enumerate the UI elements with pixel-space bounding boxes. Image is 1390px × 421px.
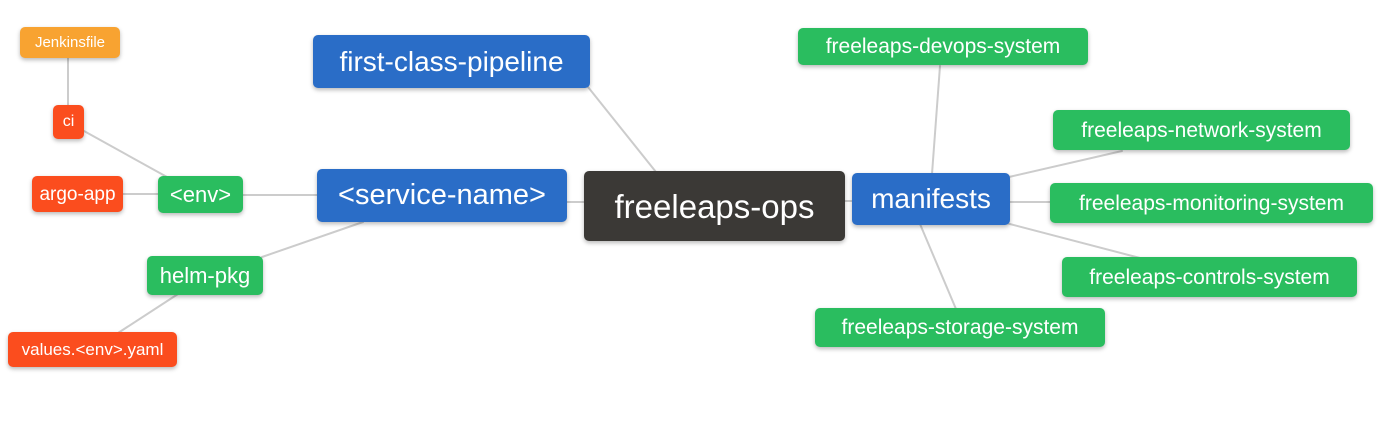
edge-manifests-to-freeleaps-network-system — [1008, 150, 1123, 178]
mindmap-node-argo-app[interactable]: argo-app — [32, 176, 123, 212]
mindmap-node-manifests[interactable]: manifests — [852, 173, 1010, 225]
mindmap-node-ci[interactable]: ci — [53, 105, 84, 139]
mindmap-node-jenkinsfile[interactable]: Jenkinsfile — [20, 27, 120, 58]
edge-manifests-to-freeleaps-storage-system — [919, 223, 957, 310]
edge-manifests-to-freeleaps-controls-system — [1005, 222, 1141, 259]
mindmap-node-env[interactable]: <env> — [158, 176, 243, 213]
mindmap-node-helm-pkg[interactable]: helm-pkg — [147, 256, 263, 295]
mindmap-node-freeleaps-ops[interactable]: freeleaps-ops — [584, 171, 845, 241]
mindmap-node-freeleaps-devops-system[interactable]: freeleaps-devops-system — [798, 28, 1088, 65]
edge-helm-pkg-to-values-env-yaml — [117, 293, 179, 334]
mindmap-node-freeleaps-monitoring-system[interactable]: freeleaps-monitoring-system — [1050, 183, 1373, 223]
mindmap-node-service-name[interactable]: <service-name> — [317, 169, 567, 222]
edge-ci-to-env — [83, 130, 168, 178]
edge-service-name-to-helm-pkg — [261, 221, 364, 258]
mindmap-node-freeleaps-storage-system[interactable]: freeleaps-storage-system — [815, 308, 1105, 347]
mindmap-node-values-env-yaml[interactable]: values.<env>.yaml — [8, 332, 177, 367]
mindmap-node-freeleaps-network-system[interactable]: freeleaps-network-system — [1053, 110, 1350, 150]
mindmap-node-freeleaps-controls-system[interactable]: freeleaps-controls-system — [1062, 257, 1357, 297]
edge-manifests-to-freeleaps-devops-system — [931, 65, 941, 175]
edge-first-class-pipeline-to-freeleaps-ops — [587, 86, 657, 173]
mindmap-node-first-class-pipeline[interactable]: first-class-pipeline — [313, 35, 590, 88]
